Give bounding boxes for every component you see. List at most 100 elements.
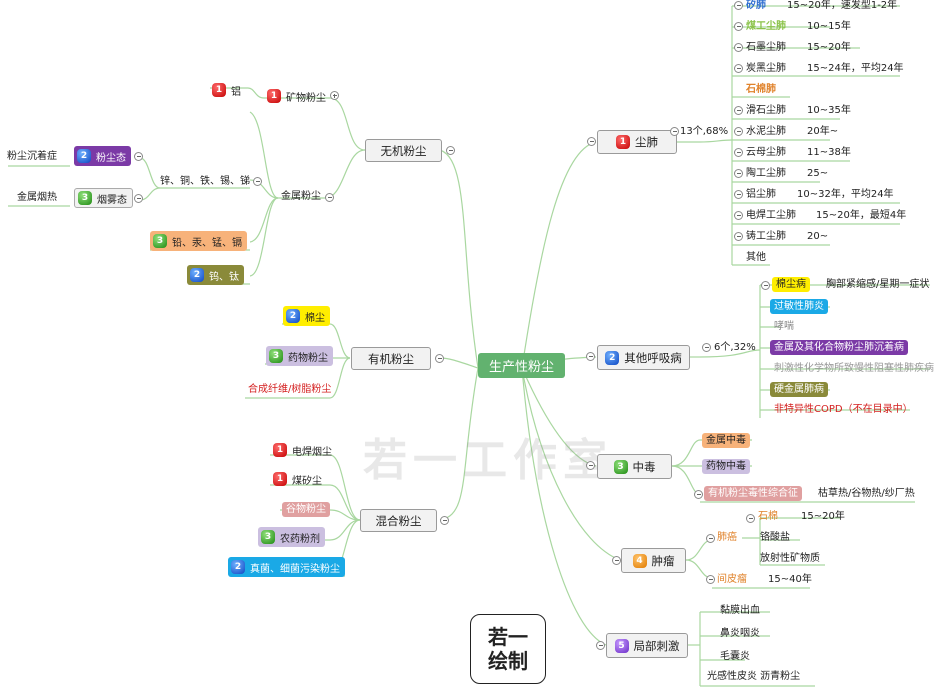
item-byssinosis[interactable]: 棉尘病 bbox=[772, 277, 810, 292]
item-carbon-black[interactable]: 炭黑尘肺 bbox=[746, 63, 786, 74]
item-asthma[interactable]: 哮喘 bbox=[774, 321, 794, 332]
collapse-toggle-icon[interactable] bbox=[734, 190, 743, 199]
collapse-toggle-icon[interactable] bbox=[596, 641, 605, 650]
cotton-dust-label: 棉尘 bbox=[305, 312, 325, 324]
item-other[interactable]: 其他 bbox=[746, 252, 766, 263]
item-drug-poisoning[interactable]: 药物中毒 bbox=[702, 459, 750, 474]
item-silicosis[interactable]: 矽肺 bbox=[746, 0, 766, 11]
item-rhinitis[interactable]: 鼻炎咽炎 bbox=[720, 628, 760, 639]
branch-irritation[interactable]: 5 局部刺激 bbox=[606, 633, 688, 658]
branch-pneumoconiosis[interactable]: 1 尘肺 bbox=[597, 130, 677, 154]
tungsten-group[interactable]: 2 钨、钛 bbox=[187, 265, 244, 285]
expand-toggle-icon[interactable] bbox=[330, 91, 339, 100]
fungi-bacteria-dust[interactable]: 2 真菌、细菌污染粉尘 bbox=[228, 557, 345, 577]
item-radioactive[interactable]: 放射性矿物质 bbox=[760, 553, 820, 564]
aluminum[interactable]: 1 铝 bbox=[209, 80, 246, 100]
collapse-toggle-icon[interactable] bbox=[734, 1, 743, 10]
collapse-toggle-icon[interactable] bbox=[734, 169, 743, 178]
synthetic-dust-label[interactable]: 合成纤维/树脂粉尘 bbox=[248, 384, 332, 395]
mineral-dust[interactable]: 1 矿物粉尘 bbox=[264, 86, 331, 106]
metal-dust-label[interactable]: 金属粉尘 bbox=[281, 191, 321, 202]
item-mica[interactable]: 云母尘肺 bbox=[746, 147, 786, 158]
collapse-toggle-icon[interactable] bbox=[734, 148, 743, 157]
item-cement[interactable]: 水泥尘肺 bbox=[746, 126, 786, 137]
root-node[interactable]: 生产性粉尘 bbox=[478, 353, 565, 378]
item-irritant-copd[interactable]: 刺激性化学物所致慢性阻塞性肺疾病 bbox=[774, 363, 934, 374]
pneumoconiosis-summary: 13个,68% bbox=[680, 126, 729, 137]
item-mucosal-bleeding[interactable]: 黏膜出血 bbox=[720, 605, 760, 616]
item-welder-detail: 15~20年，最短4年 bbox=[816, 210, 907, 221]
collapse-toggle-icon[interactable] bbox=[706, 534, 715, 543]
collapse-toggle-icon[interactable] bbox=[706, 575, 715, 584]
collapse-toggle-icon[interactable] bbox=[435, 354, 444, 363]
item-pottery[interactable]: 陶工尘肺 bbox=[746, 168, 786, 179]
item-folliculitis[interactable]: 毛囊炎 bbox=[720, 651, 750, 662]
branch-organic[interactable]: 有机粉尘 bbox=[351, 347, 431, 370]
collapse-toggle-icon[interactable] bbox=[734, 43, 743, 52]
collapse-toggle-icon[interactable] bbox=[734, 232, 743, 241]
item-aluminum[interactable]: 铝尘肺 bbox=[746, 189, 776, 200]
root-label: 生产性粉尘 bbox=[488, 360, 554, 375]
fume-state[interactable]: 3 烟雾态 bbox=[74, 188, 133, 208]
dust-state[interactable]: 2 粉尘态 bbox=[74, 146, 131, 166]
collapse-toggle-icon[interactable] bbox=[253, 177, 262, 186]
item-graphite[interactable]: 石墨尘肺 bbox=[746, 42, 786, 53]
watermark: 若一工作室 bbox=[363, 435, 613, 486]
collapse-toggle-icon[interactable] bbox=[746, 514, 755, 523]
item-photodermatitis[interactable]: 光感性皮炎 沥青粉尘 bbox=[707, 671, 801, 682]
collapse-toggle-icon[interactable] bbox=[586, 461, 595, 470]
item-nonspecific-copd[interactable]: 非特异性COPD（不在目录中） bbox=[774, 404, 913, 415]
collapse-toggle-icon[interactable] bbox=[734, 64, 743, 73]
collapse-toggle-icon[interactable] bbox=[134, 194, 143, 203]
collapse-toggle-icon[interactable] bbox=[734, 211, 743, 220]
item-asbestosis[interactable]: 石棉肺 bbox=[746, 84, 776, 95]
coal-silica-dust[interactable]: 1 煤矽尘 bbox=[270, 469, 327, 489]
branch-respiratory[interactable]: 2 其他呼吸病 bbox=[597, 345, 690, 370]
collapse-toggle-icon[interactable] bbox=[670, 127, 679, 136]
collapse-toggle-icon[interactable] bbox=[587, 137, 596, 146]
collapse-toggle-icon[interactable] bbox=[734, 106, 743, 115]
welding-fume[interactable]: 1 电焊烟尘 bbox=[270, 440, 337, 460]
collapse-toggle-icon[interactable] bbox=[325, 193, 334, 202]
zinc-group-label[interactable]: 锌、铜、铁、锡、锑 bbox=[160, 176, 250, 187]
author-stamp: 若一 绘制 bbox=[470, 614, 546, 684]
item-asbestos[interactable]: 石棉 bbox=[758, 511, 778, 522]
grain-dust[interactable]: 谷物粉尘 bbox=[282, 502, 330, 517]
item-chromate[interactable]: 铬酸盐 bbox=[760, 532, 790, 543]
collapse-toggle-icon[interactable] bbox=[734, 127, 743, 136]
branch-poisoning[interactable]: 3 中毒 bbox=[597, 454, 672, 479]
item-metal-deposition[interactable]: 金属及其化合物粉尘肺沉着病 bbox=[770, 340, 908, 355]
collapse-toggle-icon[interactable] bbox=[761, 281, 770, 290]
collapse-toggle-icon[interactable] bbox=[734, 22, 743, 31]
mineral-dust-label: 矿物粉尘 bbox=[286, 92, 326, 104]
collapse-toggle-icon[interactable] bbox=[612, 556, 621, 565]
item-foundry[interactable]: 铸工尘肺 bbox=[746, 231, 786, 242]
item-mesothelioma[interactable]: 间皮瘤 bbox=[717, 574, 747, 585]
cotton-dust[interactable]: 2 棉尘 bbox=[283, 306, 330, 326]
badge-3-icon: 3 bbox=[613, 459, 628, 474]
drug-dust[interactable]: 3 药物粉尘 bbox=[266, 346, 333, 366]
item-foundry-detail: 20~ bbox=[807, 231, 829, 242]
item-hard-metal[interactable]: 硬金属肺病 bbox=[770, 382, 828, 397]
aluminum-label: 铝 bbox=[231, 86, 241, 98]
branch-inorganic[interactable]: 无机粉尘 bbox=[365, 139, 442, 162]
item-talc[interactable]: 滑石尘肺 bbox=[746, 105, 786, 116]
item-hypersensitivity[interactable]: 过敏性肺炎 bbox=[770, 299, 828, 314]
item-metal-poisoning[interactable]: 金属中毒 bbox=[702, 433, 750, 448]
branch-tumor[interactable]: 4 肿瘤 bbox=[621, 548, 686, 573]
item-coal-worker[interactable]: 煤工尘肺 bbox=[746, 21, 786, 32]
item-organic-dust-toxic[interactable]: 有机粉尘毒性综合征 bbox=[704, 486, 802, 501]
collapse-toggle-icon[interactable] bbox=[586, 352, 595, 361]
badge-2-icon: 2 bbox=[190, 268, 204, 282]
pesticide-powder[interactable]: 3 农药粉剂 bbox=[258, 527, 325, 547]
collapse-toggle-icon[interactable] bbox=[446, 146, 455, 155]
branch-mixed[interactable]: 混合粉尘 bbox=[360, 509, 437, 532]
item-welder[interactable]: 电焊工尘肺 bbox=[746, 210, 796, 221]
lead-group[interactable]: 3 铅、汞、锰、镉 bbox=[150, 231, 247, 251]
collapse-toggle-icon[interactable] bbox=[440, 516, 449, 525]
collapse-toggle-icon[interactable] bbox=[694, 490, 703, 499]
item-carbon-black-detail: 15~24年，平均24年 bbox=[807, 63, 904, 74]
collapse-toggle-icon[interactable] bbox=[134, 152, 143, 161]
collapse-toggle-icon[interactable] bbox=[702, 343, 711, 352]
item-lung-cancer[interactable]: 肺癌 bbox=[717, 532, 737, 543]
